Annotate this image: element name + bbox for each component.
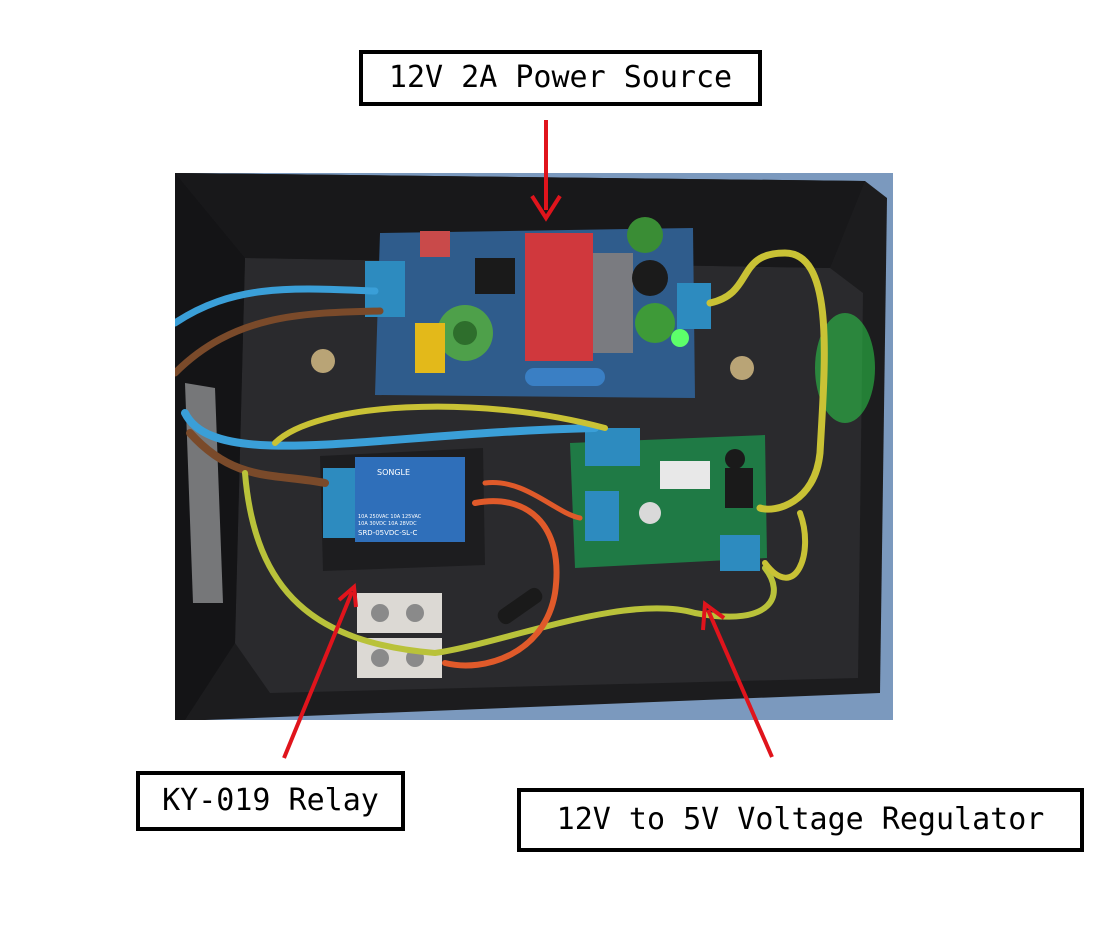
voltage-regulator-board bbox=[570, 428, 767, 571]
green-glow bbox=[815, 313, 875, 423]
diode bbox=[497, 587, 543, 625]
relay-brand-text: SONGLE bbox=[377, 468, 410, 477]
voltage-regulator-label: 12V to 5V Voltage Regulator bbox=[518, 789, 1083, 851]
relay-module: SONGLE 10A 250VAC 10A 125VAC 10A 30VDC 1… bbox=[320, 448, 485, 571]
relay-rating-line-2: 10A 30VDC 10A 28VDC bbox=[358, 521, 417, 527]
enclosure-photo: SONGLE 10A 250VAC 10A 125VAC 10A 30VDC 1… bbox=[175, 173, 893, 720]
relay-rating-line-1: 10A 250VAC 10A 125VAC bbox=[358, 514, 422, 520]
terminal-blocks bbox=[357, 593, 442, 678]
relay-model-text: SRD-05VDC-SL-C bbox=[358, 529, 417, 537]
power-source-module bbox=[365, 217, 711, 398]
relay-label: KY-019 Relay bbox=[137, 772, 404, 830]
power-source-label: 12V 2A Power Source bbox=[360, 51, 761, 105]
screw bbox=[311, 349, 335, 373]
screw bbox=[730, 356, 754, 380]
